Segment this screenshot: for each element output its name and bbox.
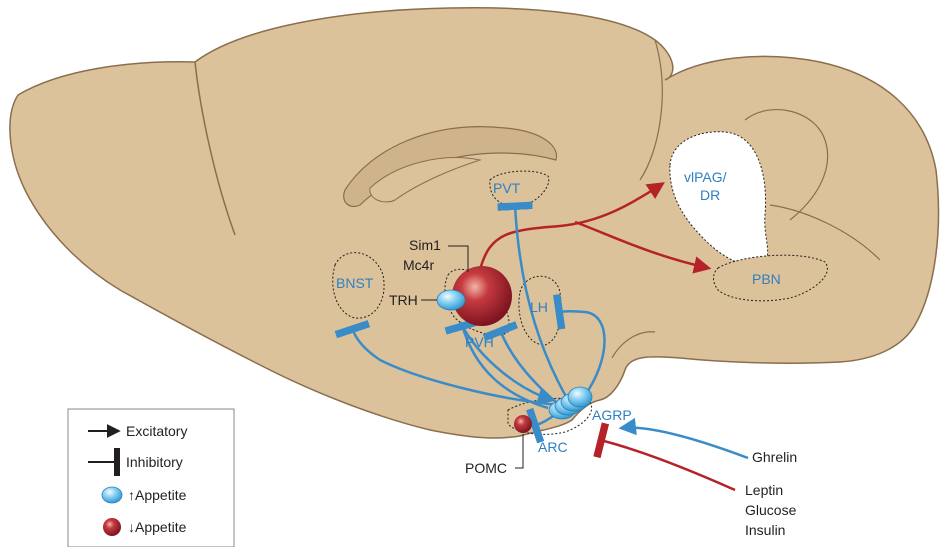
label-insulin: Insulin (745, 522, 785, 538)
legend-appetite-up-label: ↑Appetite (128, 487, 187, 503)
label-pvh: PVH (465, 334, 494, 350)
label-lh: LH (530, 299, 548, 315)
pomc-leader-line (515, 434, 523, 468)
label-trh: TRH (389, 292, 418, 308)
pomc-neuron (514, 415, 532, 433)
label-mc4r: Mc4r (403, 257, 434, 273)
label-glucose: Glucose (745, 502, 797, 518)
trh-neuron (437, 290, 465, 310)
legend-appetite-up-icon (102, 487, 122, 503)
label-agrp: AGRP (592, 407, 632, 423)
label-pvt: PVT (493, 180, 521, 196)
label-leptin: Leptin (745, 482, 783, 498)
legend: Excitatory Inhibitory ↑Appetite ↓Appetit… (68, 409, 234, 547)
legend-appetite-down-label: ↓Appetite (128, 519, 187, 535)
legend-excitatory-label: Excitatory (126, 423, 187, 439)
legend-appetite-down-icon (103, 518, 121, 536)
legend-inhibitory-label: Inhibitory (126, 454, 183, 470)
label-vlpag: vlPAG/ (684, 169, 727, 185)
label-ghrelin: Ghrelin (752, 449, 797, 465)
label-bnst: BNST (336, 275, 374, 291)
label-pomc: POMC (465, 460, 507, 476)
label-sim1: Sim1 (409, 237, 441, 253)
label-dr: DR (700, 187, 720, 203)
brain-silhouette (10, 8, 939, 438)
label-pbn: PBN (752, 271, 781, 287)
label-arc: ARC (538, 439, 568, 455)
